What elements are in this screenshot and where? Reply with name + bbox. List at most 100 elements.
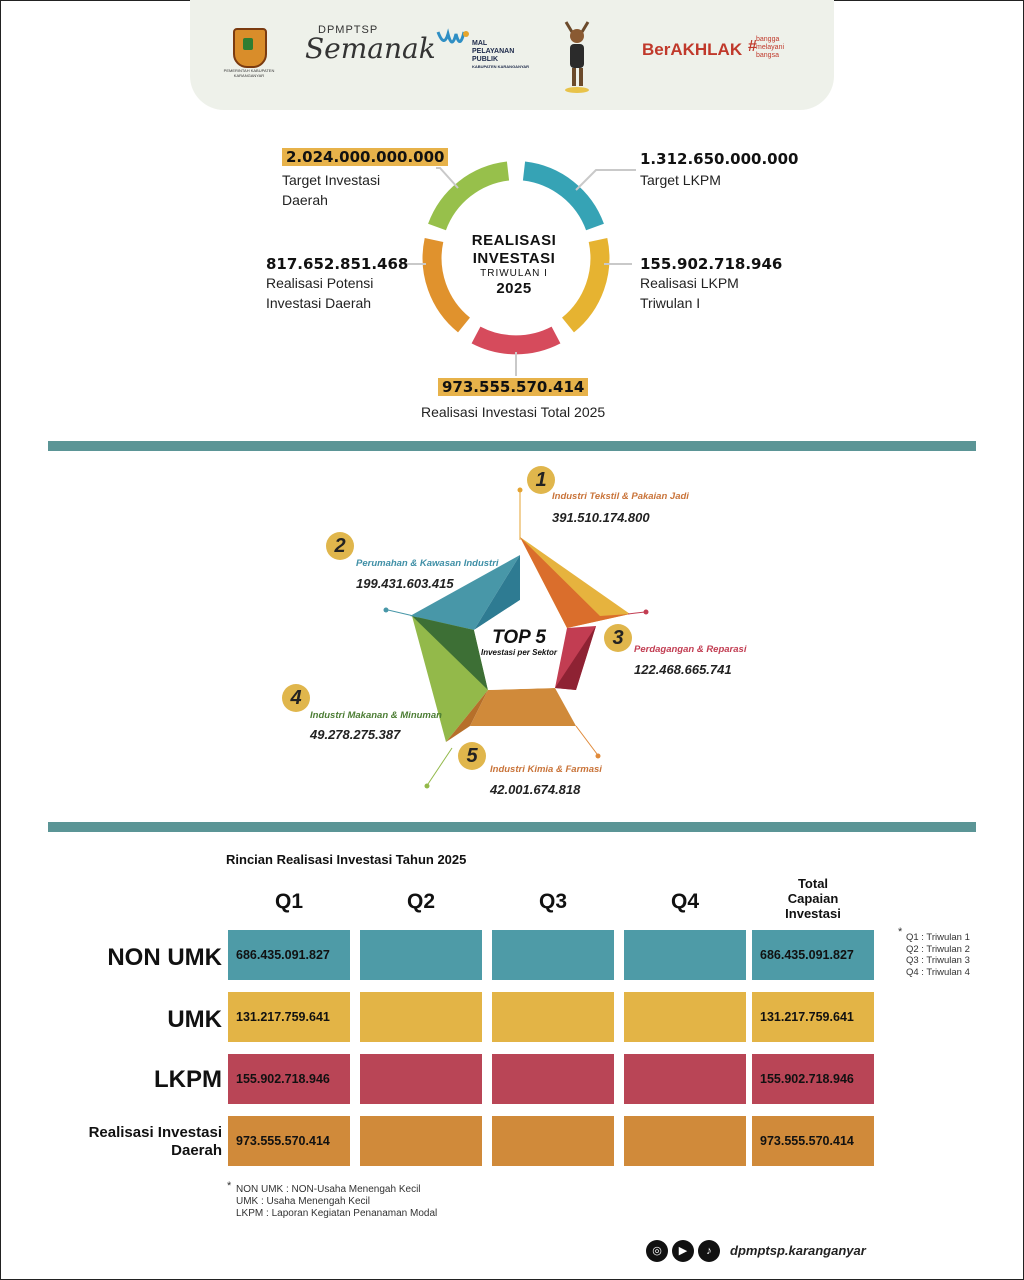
abbreviation-notes: NON UMK : NON-Usaha Menengah Kecil UMK :…	[236, 1184, 438, 1219]
column-header-q3: Q3	[538, 890, 567, 913]
leader-dot-1	[517, 487, 523, 493]
star-center-pentagon	[474, 600, 556, 690]
sector-rank-4-badge: 4	[282, 684, 310, 712]
sector-rank-2-badge: 2	[326, 532, 354, 560]
top5-star-diagram	[383, 487, 649, 789]
cell-daerah-q1: 973.555.570.414	[228, 1116, 350, 1166]
column-header-q2: Q2	[406, 890, 435, 913]
sector-rank-5-badge: 5	[458, 742, 486, 770]
target-lkpm-value: 1.312.650.000.000	[640, 150, 799, 168]
cell-umk-q3	[492, 992, 614, 1042]
ring-segment-red	[471, 326, 561, 355]
star-arm-1-shade	[520, 537, 630, 628]
target-daerah-value: 2.024.000.000.000	[282, 148, 449, 167]
star-arm-4-shade	[412, 616, 488, 690]
target-daerah-label: Target Investasi Daerah	[282, 172, 381, 208]
potensi-value: 817.652.851.468	[266, 255, 409, 273]
realisasi-ring-diagram	[400, 161, 636, 376]
karanganyar-crest-logo	[233, 28, 267, 68]
ring-segment-teal	[522, 161, 604, 231]
column-header-total: Total Capaian Investasi	[785, 876, 841, 921]
mpp-logo-text: MAL PELAYANAN PUBLIK KABUPATEN KARANGANY…	[472, 40, 530, 69]
cell-lkpm-q1: 155.902.718.946	[228, 1054, 350, 1104]
table-title: Rincian Realisasi Investasi Tahun 2025	[226, 852, 467, 867]
mpp-logo-icon	[436, 28, 469, 44]
connector-target-daerah	[436, 167, 459, 189]
sector-3-value: 122.468.665.741	[634, 662, 732, 677]
cell-daerah-q3	[492, 1116, 614, 1166]
total-investasi-label: Realisasi Investasi Total 2025	[421, 404, 606, 420]
youtube-icon[interactable]: ▶	[672, 1240, 694, 1262]
section-divider-1	[48, 441, 976, 451]
star-arm-2-shade	[474, 555, 520, 630]
dpmptsp-logo-text: DPMPTSP	[318, 24, 379, 36]
leader-dot-5	[595, 753, 601, 759]
row-label-realisasi-daerah: Realisasi Investasi Daerah	[88, 1124, 222, 1159]
row-label-umk: UMK	[167, 1006, 222, 1033]
asterisk-mark: *	[898, 926, 903, 938]
cell-umk-q2	[360, 992, 482, 1042]
ring-center-title: REALISASI INVESTASI TRIWULAN I 2025	[471, 232, 557, 297]
lkpm-triwulan-value: 155.902.718.946	[640, 255, 783, 273]
sector-1-value: 391.510.174.800	[552, 510, 650, 525]
sector-2-name: Perumahan & Kawasan Industri	[356, 558, 499, 569]
star-arm-5-kimia	[470, 688, 576, 726]
leader-line-5	[575, 725, 598, 755]
cell-daerah-q4	[624, 1116, 746, 1166]
semanak-logo: Semanak	[305, 32, 436, 65]
sector-2-value: 199.431.603.415	[356, 576, 454, 591]
sector-5-value: 42.001.674.818	[490, 782, 581, 797]
berakhlak-logo: BerAKHLAK	[642, 40, 743, 59]
quarter-legend: Q1 : Triwulan 1 Q2 : Triwulan 2 Q3 : Tri…	[906, 932, 970, 978]
lkpm-triwulan-label: Realisasi LKPM Triwulan I	[640, 275, 739, 311]
sector-rank-1-badge: 1	[527, 466, 555, 494]
leader-line-2	[387, 609, 419, 618]
cell-umk-q1: 131.217.759.641	[228, 992, 350, 1042]
leader-dot-4	[424, 783, 430, 789]
instagram-icon[interactable]: ◎	[646, 1240, 668, 1262]
asterisk-mark: *	[227, 1180, 232, 1192]
row-label-non-umk: NON UMK	[107, 944, 222, 971]
row-label-lkpm: LKPM	[154, 1066, 222, 1093]
mascot-figure-icon	[564, 21, 590, 93]
cell-non-umk-q2	[360, 930, 482, 980]
ring-segment-green	[428, 161, 510, 231]
star-arm-2-perumahan	[410, 555, 520, 630]
leader-line-3	[627, 611, 646, 615]
sector-4-value: 49.278.275.387	[310, 727, 401, 742]
potensi-label: Realisasi Potensi Investasi Daerah	[266, 275, 374, 311]
star-arm-1-tekstil	[520, 537, 630, 628]
total-investasi-value: 973.555.570.414	[438, 378, 589, 397]
sector-rank-3-badge: 3	[604, 624, 632, 652]
bangga-hash-icon: #	[748, 38, 757, 55]
cell-lkpm-q2	[360, 1054, 482, 1104]
sector-5-name: Industri Kimia & Farmasi	[490, 764, 602, 775]
cell-umk-q4	[624, 992, 746, 1042]
section-divider-2	[48, 822, 976, 832]
bangga-melayani-logo: bangga melayani bangsa	[756, 36, 785, 59]
social-handle[interactable]: dpmptsp.karanganyar	[730, 1243, 866, 1258]
cell-non-umk-q1: 686.435.091.827	[228, 930, 350, 980]
cell-daerah-q2	[360, 1116, 482, 1166]
top5-center-title: TOP 5 Investasi per Sektor	[480, 627, 558, 658]
cell-non-umk-q3	[492, 930, 614, 980]
cell-lkpm-total: 155.902.718.946	[752, 1054, 874, 1104]
ring-segment-yellow	[561, 238, 610, 333]
star-arm-5-shade	[446, 690, 488, 742]
sector-4-name: Industri Makanan & Minuman	[310, 710, 442, 721]
cell-non-umk-q4	[624, 930, 746, 980]
leader-dot-2	[383, 607, 389, 613]
cell-non-umk-total: 686.435.091.827	[752, 930, 874, 980]
sector-1-name: Industri Tekstil & Pakaian Jadi	[552, 491, 689, 502]
crest-caption: PEMERINTAH KABUPATEN KARANGANYAR	[223, 68, 275, 78]
target-lkpm-label: Target LKPM	[640, 172, 721, 188]
tiktok-icon[interactable]: ♪	[698, 1240, 720, 1262]
cell-lkpm-q4	[624, 1054, 746, 1104]
column-header-q4: Q4	[670, 890, 699, 913]
leader-line-4	[427, 747, 453, 785]
leader-dot-3	[643, 609, 649, 615]
logo-bar	[190, 0, 834, 110]
cell-umk-total: 131.217.759.641	[752, 992, 874, 1042]
star-arm-3-shade	[555, 626, 596, 690]
connector-target-lkpm	[575, 169, 636, 191]
